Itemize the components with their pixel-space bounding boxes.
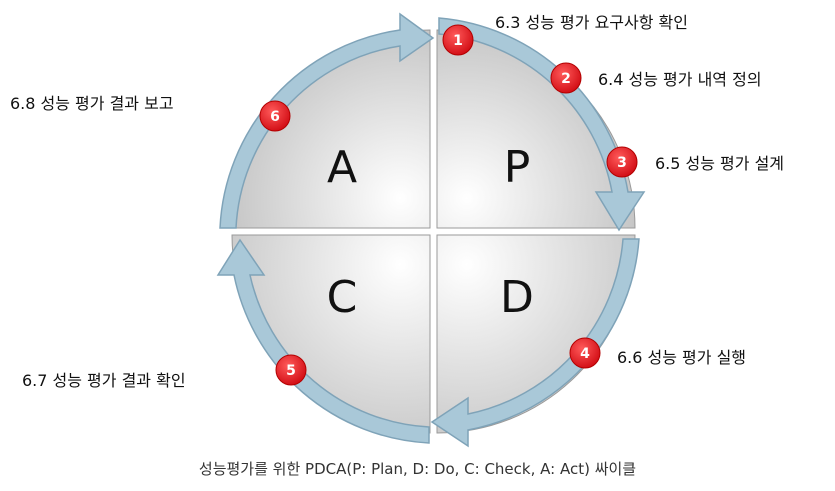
quadrant-letter-d: D: [500, 272, 534, 323]
svg-text:5: 5: [286, 363, 296, 379]
svg-text:3: 3: [617, 155, 627, 171]
svg-text:1: 1: [453, 33, 463, 49]
badge-3: 3: [606, 146, 638, 178]
svg-text:6: 6: [270, 109, 280, 125]
arrow-check: [216, 238, 430, 444]
step-label-6: 6.8 성능 평가 결과 보고: [10, 94, 174, 113]
badge-6: 6: [259, 100, 291, 132]
step-label-4: 6.6 성능 평가 실행: [617, 348, 747, 367]
quadrant-letter-c: C: [327, 272, 358, 323]
svg-text:2: 2: [561, 71, 571, 87]
diagram-caption: 성능평가를 위한 PDCA(P: Plan, D: Do, C: Check, …: [198, 460, 637, 478]
badge-1: 1: [442, 24, 474, 56]
svg-text:4: 4: [580, 346, 590, 362]
quadrant-letter-p: P: [504, 142, 531, 193]
quadrant-letter-a: A: [327, 142, 357, 193]
arrow-do: [430, 238, 640, 448]
badge-5: 5: [275, 354, 307, 386]
arrow-plan: [438, 17, 646, 232]
step-label-3: 6.5 성능 평가 설계: [655, 154, 785, 173]
step-label-1: 6.3 성능 평가 요구사항 확인: [495, 13, 688, 32]
badge-2: 2: [550, 62, 582, 94]
badge-4: 4: [569, 337, 601, 369]
step-label-2: 6.4 성능 평가 내역 정의: [598, 70, 762, 89]
step-label-5: 6.7 성능 평가 결과 확인: [22, 371, 186, 390]
